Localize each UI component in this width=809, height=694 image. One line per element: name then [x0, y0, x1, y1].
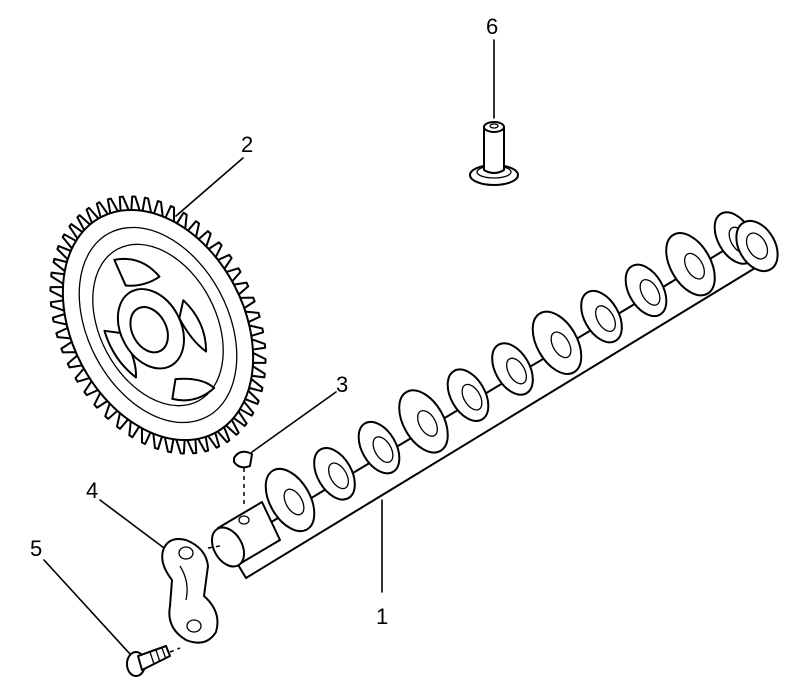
cam-lobe-face — [684, 252, 705, 280]
cam-lobe-face — [506, 357, 527, 385]
callout-5: 5 — [30, 536, 42, 561]
part-4-thrust-plate — [161, 538, 221, 644]
callout-1: 1 — [376, 604, 388, 629]
cam-lobe — [580, 289, 623, 344]
leader-5 — [43, 559, 131, 655]
callout-6: 6 — [486, 14, 498, 39]
cam-lobe — [446, 368, 490, 422]
cam-lobe-face — [283, 488, 305, 516]
cam-lobe-face — [417, 409, 438, 437]
cam-journal — [531, 310, 583, 375]
part-2-timing-gear — [49, 195, 267, 455]
leader-4 — [99, 499, 165, 549]
cam-journal — [398, 389, 449, 454]
leader-2 — [175, 157, 244, 217]
callout-3: 3 — [336, 372, 348, 397]
cam-journal — [665, 232, 716, 297]
cam-lobe-face — [328, 462, 349, 490]
leader-3 — [251, 391, 337, 453]
cam-lobe-face — [550, 331, 572, 359]
callout-labels: 1 2 3 4 5 6 — [30, 14, 498, 629]
callout-4: 4 — [86, 478, 98, 503]
cam-lobe — [624, 263, 668, 318]
cam-lobe-face — [639, 278, 661, 306]
cam-lobe — [357, 420, 401, 475]
cam-lobe-face — [461, 383, 483, 411]
part-3-woodruff-key — [233, 450, 253, 508]
part-1-camshaft — [210, 211, 779, 579]
cam-lobe — [491, 342, 534, 396]
cam-lobe-face — [595, 305, 616, 333]
cam-lobes — [264, 211, 757, 533]
cam-journal — [264, 467, 316, 533]
callout-2: 2 — [241, 132, 253, 157]
part-6-tappet — [469, 121, 519, 186]
part-5-bolt — [126, 645, 181, 677]
cam-lobe — [313, 447, 356, 501]
leader-lines — [43, 39, 495, 655]
cam-lobe-face — [372, 436, 394, 464]
